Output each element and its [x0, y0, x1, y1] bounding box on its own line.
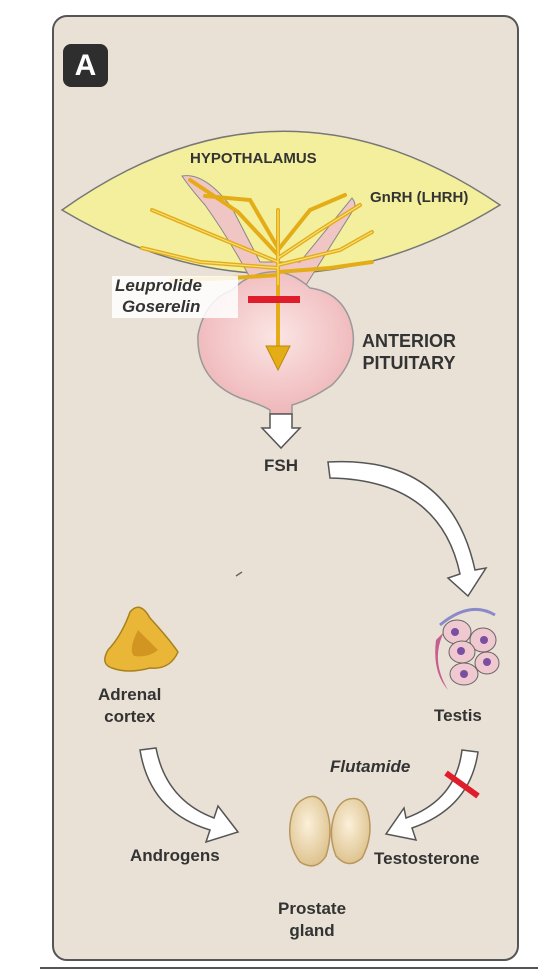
prostate-line1: Prostate [278, 899, 347, 918]
hypothalamus-label: HYPOTHALAMUS [190, 150, 317, 167]
goserelin-label: Goserelin [122, 297, 201, 316]
testis-label: Testis [434, 706, 482, 725]
prostate-line2: gland [289, 921, 335, 940]
leuprolide-label: Leuprolide [115, 276, 202, 295]
anterior-pituitary-line2: PITUITARY [362, 353, 456, 373]
gnrh-label: GnRH (LHRH) [370, 189, 469, 206]
hypothalamus-shape [60, 130, 502, 275]
testis-testosterone-arrow [384, 749, 479, 841]
prostate-gland-label: Prostate gland [278, 898, 346, 942]
pituitary-fsh-arrow [260, 413, 302, 450]
panel-letter-badge: A [63, 44, 108, 87]
prostate-gland-shape [288, 795, 371, 867]
fsh-testis-arrow [327, 460, 488, 598]
leuprolide-block-bar [248, 296, 300, 303]
adrenal-line1: Adrenal [98, 685, 162, 704]
flutamide-label: Flutamide [330, 757, 411, 776]
adrenal-androgens-arrow [139, 747, 240, 844]
testosterone-label: Testosterone [374, 849, 480, 868]
drug-label-backdrop [112, 276, 238, 318]
gnrh-release-arrow [265, 285, 291, 372]
flutamide-block-bar [444, 770, 480, 799]
adrenal-line2: cortex [104, 707, 156, 726]
testis-cells [435, 607, 500, 690]
fsh-label: FSH [264, 456, 298, 475]
adrenal-cortex-label: Adrenal cortex [98, 684, 161, 728]
androgens-label: Androgens [130, 846, 220, 865]
anterior-pituitary-line1: ANTERIOR [362, 331, 456, 351]
anterior-pituitary-label: ANTERIOR PITUITARY [362, 330, 456, 374]
